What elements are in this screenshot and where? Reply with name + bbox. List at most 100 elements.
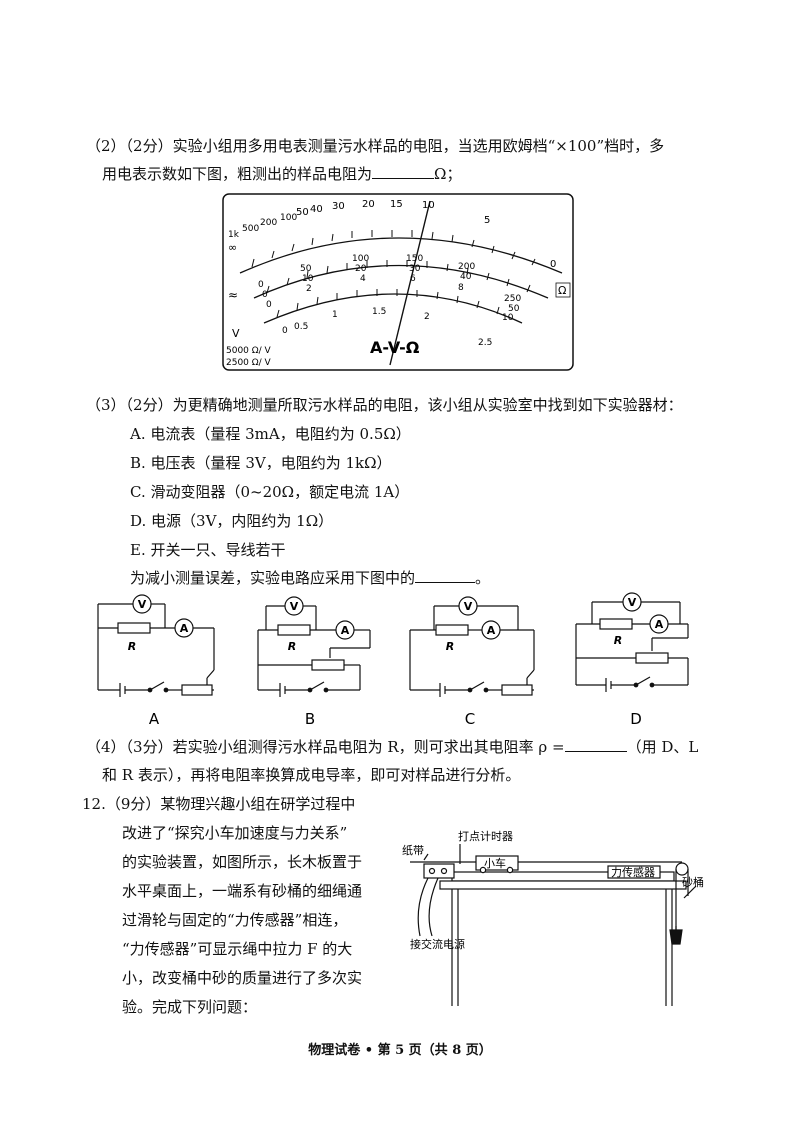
voltmeter-symbol: V	[290, 600, 299, 613]
q12-line-5: 过滑轮与固定的“力传感器”相连，	[122, 911, 348, 929]
resistor-label: R	[446, 640, 454, 653]
dc-low-tick: 8	[458, 283, 464, 293]
q3-item-b: B. 电压表（量程 3V，电阻约为 1kΩ）	[130, 454, 392, 472]
dc-mid-tick: 50	[508, 304, 520, 314]
q4-line-2: 和 R 表示），再将电阻率换算成电导率，即可对样品进行分析。	[102, 766, 521, 784]
multimeter-dial: 1k 500 200 100 50 40 30 20 15 10 5 0 ∞ 0…	[222, 193, 574, 371]
q4-text-b: （用 D、L	[626, 738, 699, 756]
ohm-tick-label: 0	[550, 259, 556, 270]
circuit-label-d: D	[630, 710, 642, 728]
ohm-tick-label: 20	[362, 199, 375, 210]
q12-line-1: 12.（9分）某物理兴趣小组在研学过程中	[82, 795, 356, 813]
ohm-tick-label: 100	[280, 213, 297, 223]
v-symbol: V	[232, 327, 240, 340]
sensitivity-label-1: 5000 Ω/ V	[226, 346, 272, 356]
circuit-c	[409, 596, 535, 697]
tape-label: 纸带	[402, 844, 424, 857]
q3-prompt-text: 为减小测量误差，实验电路应采用下图中的	[130, 569, 416, 587]
q12-line-3: 的实验装置，如图所示，长木板置于	[122, 853, 363, 871]
ac-tick: 0.5	[294, 322, 308, 332]
cart-label: 小车	[484, 856, 506, 870]
ac-symbol: ≈	[228, 288, 238, 302]
ohm-symbol: Ω	[558, 284, 566, 297]
dc-mid-tick: 30	[409, 264, 421, 274]
circuit-label-a: A	[149, 710, 160, 728]
q4-answer-blank	[564, 737, 627, 752]
q3-line: （3）（2分）为更精确地测量所取污水样品的电阻，该小组从实验室中找到如下实验器材…	[86, 396, 683, 414]
circuit-diagrams: V A R V A R V A R V A R A B C D	[97, 592, 689, 728]
ac-tick: 0	[282, 326, 288, 336]
dc-upper-tick: 50	[300, 264, 312, 274]
dc-upper-tick: 0	[258, 280, 264, 290]
ammeter-symbol: A	[341, 624, 350, 637]
circuit-a	[97, 594, 215, 697]
q3-prompt-end: 。	[475, 569, 491, 587]
ohm-tick-label: 15	[390, 199, 403, 210]
resistor-label: R	[614, 634, 622, 647]
ammeter-symbol: A	[180, 622, 189, 635]
voltmeter-symbol: V	[628, 596, 637, 609]
q2-text-c: Ω；	[434, 165, 462, 183]
power-label: 接交流电源	[410, 937, 465, 951]
q2-line-1: （2）（2分）实验小组用多用电表测量污水样品的电阻，当选用欧姆档“×100”档时…	[86, 137, 665, 155]
ohm-tick-label: 10	[422, 200, 435, 211]
dc-mid-tick: 0	[262, 290, 268, 300]
dc-low-tick: 4	[360, 274, 366, 284]
q3-prompt: 为减小测量误差，实验电路应采用下图中的 。	[130, 568, 490, 588]
timer-label: 打点计时器	[458, 829, 513, 843]
ohm-tick-label: 200	[260, 218, 277, 228]
dc-upper-tick: 100	[352, 254, 369, 264]
dc-upper-tick: 150	[406, 254, 423, 264]
q12-line-8: 验。完成下列问题：	[122, 998, 258, 1016]
sensitivity-label-2: 2500 Ω/ V	[226, 358, 272, 368]
q2-text-b: 用电表示数如下图，粗测出的样品电阻为	[102, 165, 373, 183]
q2-answer-blank	[372, 164, 435, 179]
q3-answer-blank	[415, 568, 476, 583]
ac-tick: 2	[424, 312, 430, 322]
ohm-tick-label: 5	[484, 215, 490, 226]
q4-text-a: （4）（3分）若实验小组测得污水样品电阻为 R，则可求出其电阻率 ρ =	[86, 738, 565, 756]
q3-item-a: A. 电流表（量程 3mA，电阻约为 0.5Ω）	[130, 425, 411, 443]
q12-line-6: “力传感器”可显示绳中拉力 F 的大	[122, 940, 353, 958]
dc-low-tick: 2	[306, 284, 312, 294]
bucket-label: 砂桶	[682, 875, 704, 889]
q2-line-2: 用电表示数如下图，粗测出的样品电阻为 Ω；	[102, 164, 461, 184]
ammeter-symbol: A	[655, 618, 664, 631]
q3-item-e: E. 开关一只、导线若干	[130, 541, 286, 559]
q12-line-7: 小，改变桶中砂的质量进行了多次实	[122, 969, 363, 987]
resistor-label: R	[128, 640, 136, 653]
voltmeter-symbol: V	[464, 600, 473, 613]
cart-apparatus-diagram: 打点计时器 纸带 小车 力传感器 砂桶 接交流电源	[402, 829, 704, 1006]
sensor-label: 力传感器	[611, 866, 655, 879]
circuit-label-b: B	[305, 710, 315, 728]
infinity-symbol: ∞	[228, 241, 237, 254]
circuit-label-c: C	[465, 710, 475, 728]
dc-upper-tick: 200	[458, 262, 475, 272]
q3-item-d: D. 电源（3V，内阻约为 1Ω）	[130, 512, 334, 530]
dc-low-tick: 10	[502, 313, 514, 323]
ac-tick: 2.5	[478, 338, 492, 348]
ohm-tick-label: 40	[310, 204, 323, 215]
ohm-tick-label: 1k	[228, 230, 240, 240]
resistor-label: R	[288, 640, 296, 653]
ohm-tick-label: 30	[332, 201, 345, 212]
dc-mid-tick: 20	[355, 264, 367, 274]
q3-item-c: C. 滑动变阻器（0~20Ω，额定电流 1A）	[130, 483, 410, 501]
circuit-d	[575, 592, 689, 692]
ohm-tick-label: 50	[296, 207, 309, 218]
q12-line-4: 水平桌面上，一端系有砂桶的细绳通	[122, 882, 363, 900]
ammeter-symbol: A	[487, 624, 496, 637]
q4-line-1: （4）（3分）若实验小组测得污水样品电阻为 R，则可求出其电阻率 ρ = （用 D…	[86, 737, 698, 757]
meter-center-label: A-V-Ω	[370, 338, 420, 357]
dc-low-tick: 6	[410, 274, 416, 284]
dc-mid-tick: 10	[302, 274, 314, 284]
page-footer: 物理试卷 • 第 5 页（共 8 页）	[308, 1043, 492, 1058]
q12-line-2: 改进了“探究小车加速度与力关系”	[122, 824, 348, 842]
dc-mid-tick: 40	[460, 272, 472, 282]
ac-tick: 1.5	[372, 307, 386, 317]
dc-low-tick: 0	[266, 300, 272, 310]
voltmeter-symbol: V	[138, 598, 147, 611]
dc-upper-tick: 250	[504, 294, 521, 304]
ohm-tick-label: 500	[242, 224, 259, 234]
meter-needle	[389, 200, 431, 366]
